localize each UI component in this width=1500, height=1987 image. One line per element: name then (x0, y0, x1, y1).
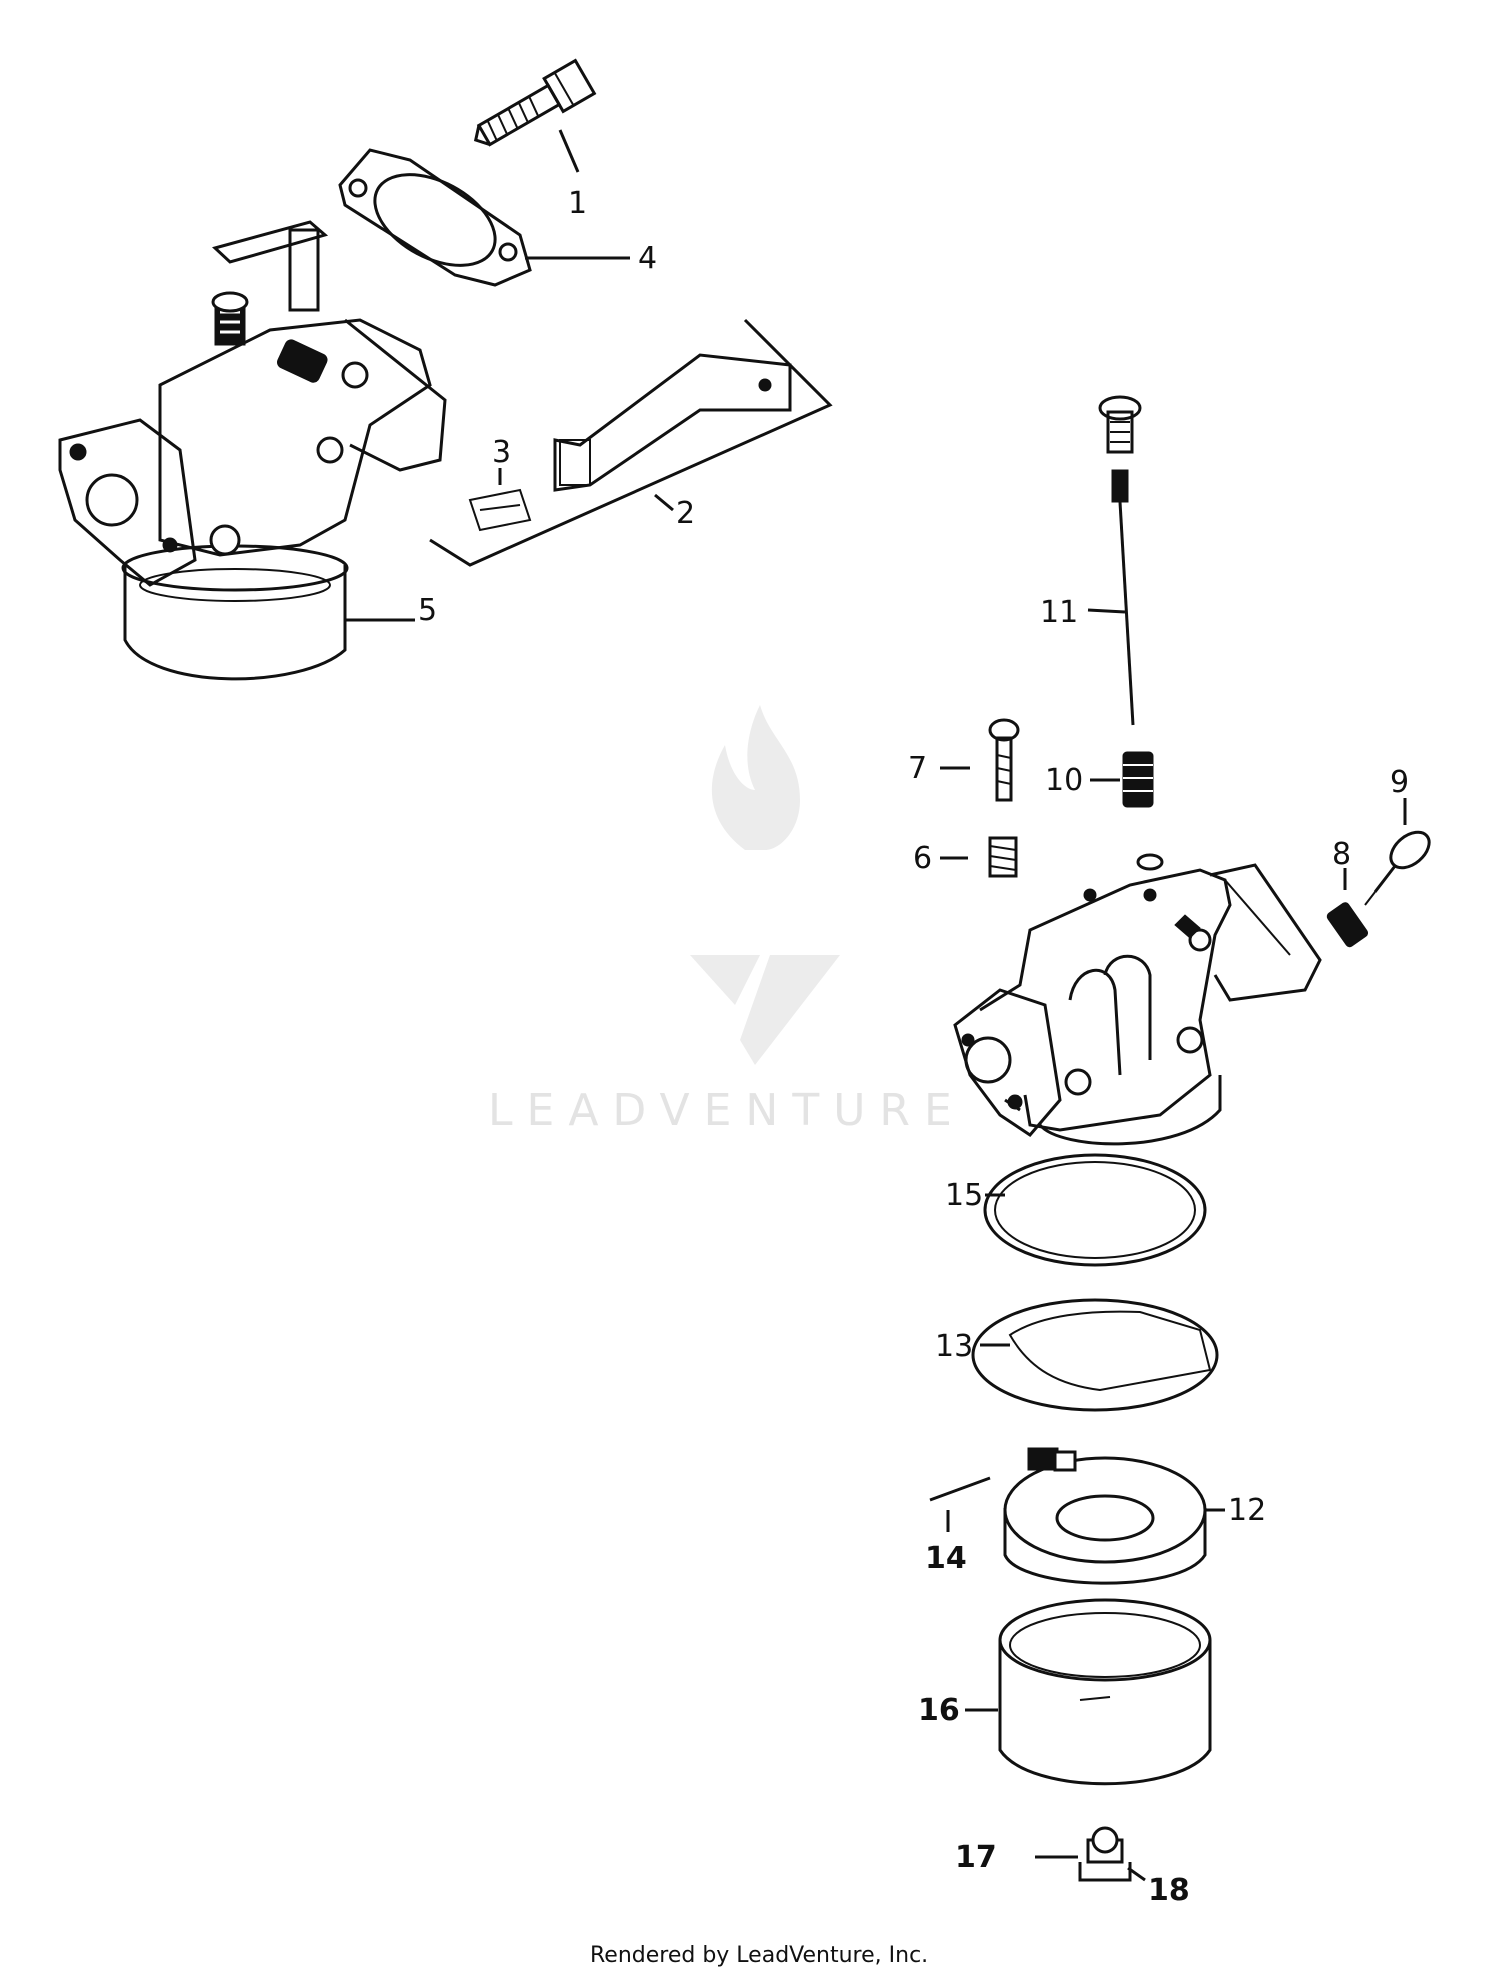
part-label-10: 10 (1045, 763, 1083, 798)
part-label-7: 7 (908, 751, 927, 786)
part-12-float (1003, 1447, 1225, 1585)
part-3-clip (468, 468, 532, 532)
watermark-text: LEADVENTURE (488, 1085, 966, 1136)
part-label-17: 17 (955, 1840, 997, 1875)
part-11-needle-valve (1087, 395, 1142, 726)
part-7-screw (940, 718, 1020, 802)
part-16-float-bowl (965, 1598, 1212, 1786)
part-14-pin (929, 1476, 991, 1532)
part-label-3: 3 (492, 435, 511, 470)
part-15-o-ring (983, 1153, 1207, 1267)
part-label-4: 4 (638, 241, 657, 276)
footer-credit: Rendered by LeadVenture, Inc. (590, 1943, 928, 1968)
part-label-9: 9 (1390, 765, 1409, 800)
flame-logo-icon (690, 705, 840, 1065)
part-label-8: 8 (1332, 837, 1351, 872)
part-1-bolt (473, 58, 597, 173)
part-labels: 1 2 3 4 5 6 7 8 9 10 11 12 13 14 15 16 1… (418, 186, 1409, 1908)
part-13-diaphragm (971, 1298, 1219, 1412)
part-2-link-bracket (429, 318, 833, 567)
part-label-13: 13 (935, 1329, 973, 1364)
part-5-carburetor-assembly (58, 220, 447, 681)
idle-screw-icon (211, 291, 249, 346)
part-6-spring (940, 836, 1018, 878)
part-17-18-drain-fitting (1035, 1826, 1146, 1882)
part-label-6: 6 (913, 841, 932, 876)
part-8-spring (1326, 868, 1369, 948)
part-label-15: 15 (945, 1178, 983, 1213)
part-10-spring (1090, 751, 1154, 808)
part-label-2: 2 (676, 496, 695, 531)
watermark: LEADVENTURE (488, 705, 966, 1136)
part-9-screw (1364, 798, 1431, 906)
part-4-gasket (338, 148, 630, 287)
part-label-1: 1 (568, 186, 587, 221)
part-label-5: 5 (418, 593, 437, 628)
part-label-12: 12 (1228, 1493, 1266, 1528)
part-label-11: 11 (1040, 595, 1078, 630)
part-label-16: 16 (918, 1693, 960, 1728)
side-screw-icon (209, 339, 369, 556)
part-label-18: 18 (1148, 1873, 1190, 1908)
carburetor-body (953, 853, 1322, 1146)
part-label-14: 14 (925, 1541, 967, 1576)
